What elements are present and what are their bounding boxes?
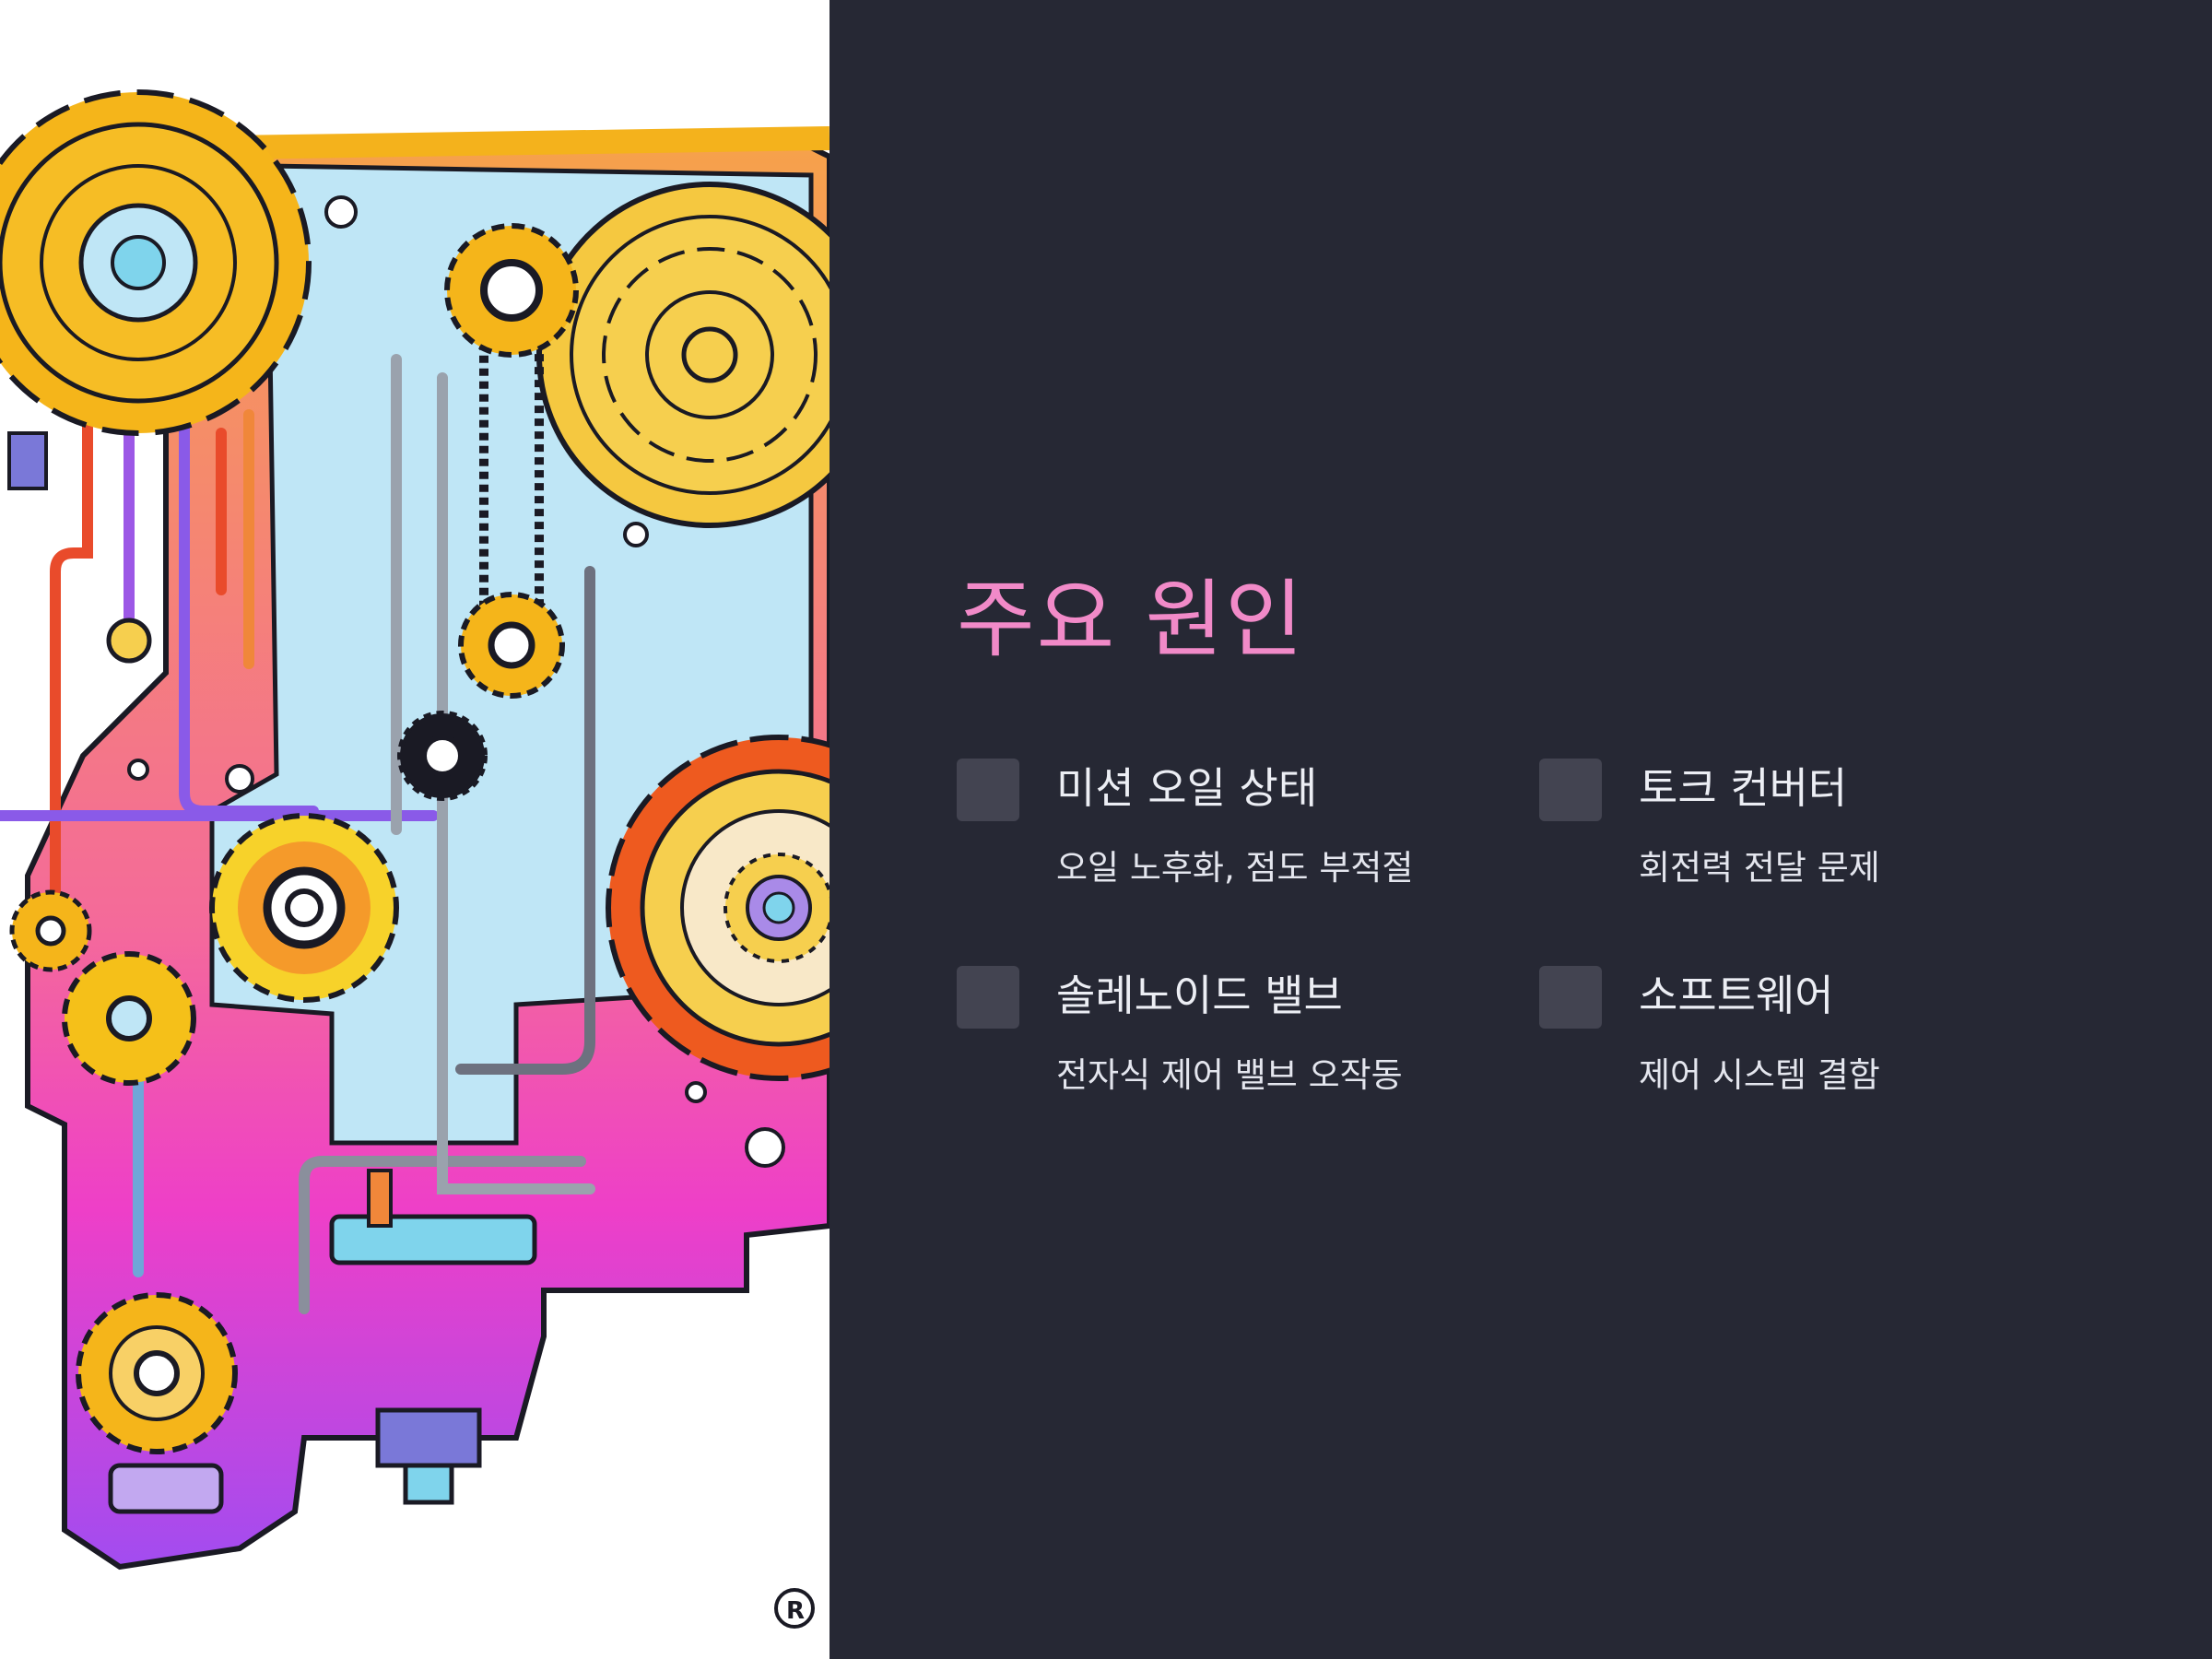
item-marker [957,759,1019,821]
item-marker [957,966,1019,1029]
cause-item-torque-converter: 토크 컨버터 회전력 전달 문제 [1539,759,2092,924]
gears-illustration: R [0,0,830,1659]
cause-item-software: 소프트웨어 제어 시스템 결함 [1539,966,2092,1132]
cause-item-solenoid-valve: 솔레노이드 밸브 전자식 제어 밸브 오작동 [957,966,1510,1132]
svg-text:R: R [786,1597,805,1625]
item-title: 솔레노이드 밸브 [1056,971,1343,1020]
item-marker [1539,759,1602,821]
cause-item-transmission-oil: 미션 오일 상태 오일 노후화, 점도 부적절 [957,759,1510,924]
item-title: 소프트웨어 [1639,971,1834,1020]
item-description: 전자식 제어 밸브 오작동 [1056,1055,1403,1095]
item-description: 오일 노후화, 점도 부적절 [1056,848,1414,888]
item-marker [1539,966,1602,1029]
item-title: 토크 컨버터 [1639,763,1848,813]
slide-title: 주요 원인 [957,571,1305,669]
slide-content: 주요 원인 미션 오일 상태 오일 노후화, 점도 부적절 토크 컨버터 회전력… [830,0,2212,1659]
item-title: 미션 오일 상태 [1056,763,1318,813]
item-description: 회전력 전달 문제 [1639,848,1880,888]
item-description: 제어 시스템 결함 [1639,1055,1880,1095]
